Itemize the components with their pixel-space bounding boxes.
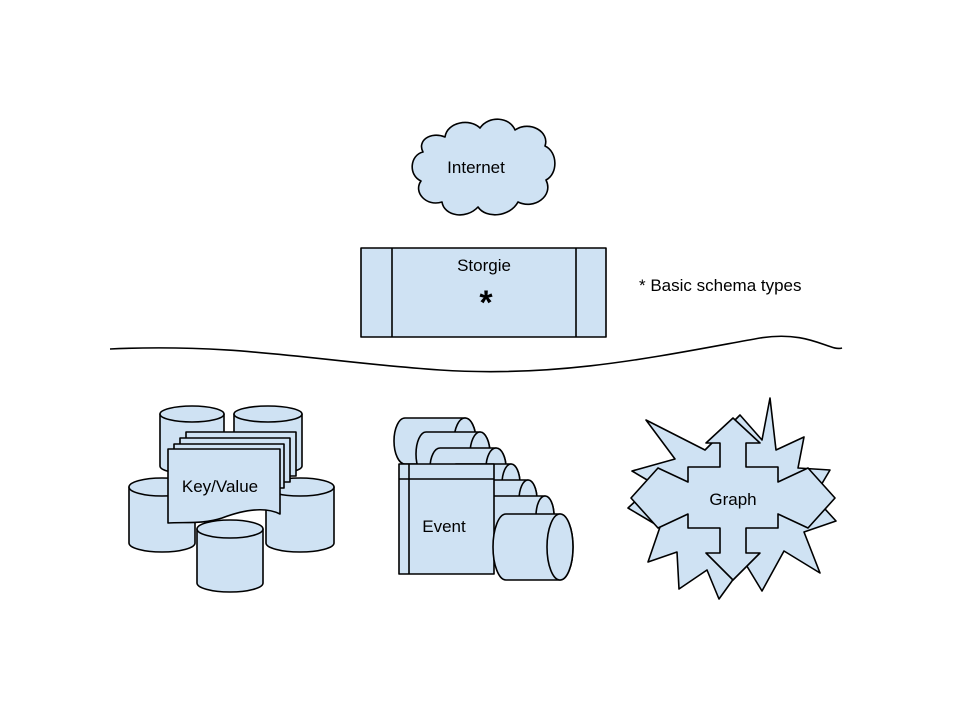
divider-wave: [109, 335, 843, 373]
legend-text: * Basic schema types: [639, 276, 802, 295]
keyvalue-label: Key/Value: [182, 477, 258, 496]
internet-cloud: Internet: [411, 118, 556, 216]
internet-label: Internet: [447, 158, 505, 177]
storgie-asterisk: *: [479, 284, 493, 322]
storgie-box: Storgie *: [360, 247, 607, 338]
keyvalue-shape: Key/Value: [128, 405, 335, 593]
event-shape: Event: [393, 417, 574, 581]
graph-label: Graph: [709, 490, 756, 509]
event-label: Event: [422, 517, 466, 536]
graph-shape: Graph: [627, 397, 837, 600]
storgie-label: Storgie: [457, 256, 511, 275]
